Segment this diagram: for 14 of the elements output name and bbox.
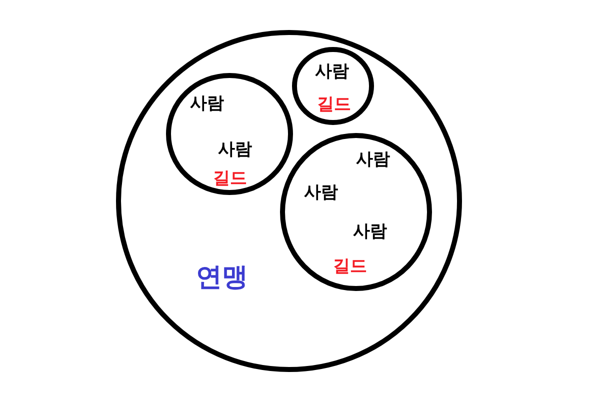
guild-circle — [166, 73, 293, 195]
member-label: 사람 — [218, 140, 252, 160]
guild-label: 길드 — [213, 170, 247, 188]
member-label: 사람 — [353, 222, 387, 242]
member-label: 사람 — [356, 150, 390, 170]
guild-circle — [292, 47, 374, 125]
guild-label: 길드 — [333, 258, 367, 276]
guild-label: 길드 — [317, 96, 351, 114]
alliance-label: 연맹 — [196, 264, 248, 292]
member-label: 사람 — [304, 184, 338, 202]
alliance-circle — [116, 30, 462, 372]
member-label: 사람 — [190, 94, 224, 114]
guild-circle — [280, 133, 432, 291]
member-label: 사람 — [315, 62, 349, 82]
